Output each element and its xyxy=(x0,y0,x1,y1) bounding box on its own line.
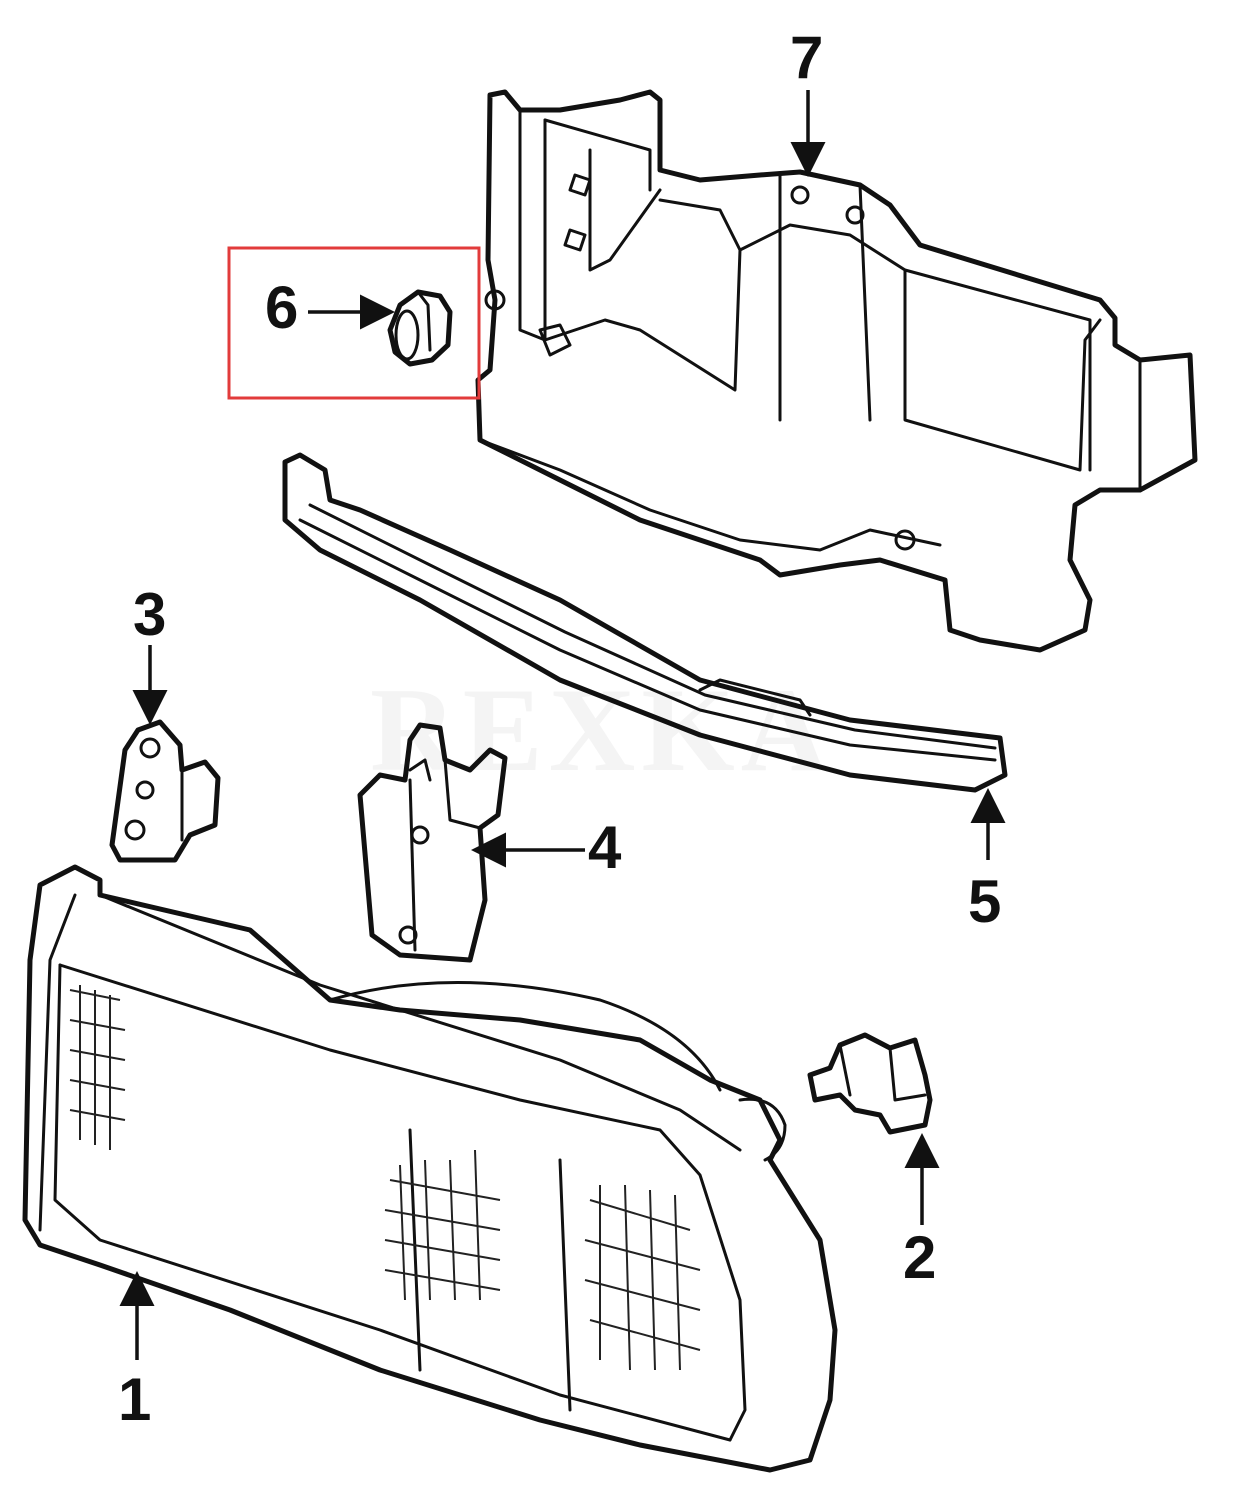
callout-4: 4 xyxy=(588,814,622,881)
callout-1: 1 xyxy=(118,1366,151,1433)
lens-grid-right xyxy=(584,1184,701,1371)
callout-5: 5 xyxy=(968,868,1001,935)
callout-6: 6 xyxy=(265,274,298,341)
lens-grid-left xyxy=(69,985,126,1150)
part-6-grommet xyxy=(387,289,453,367)
callout-3: 3 xyxy=(133,581,166,648)
part-7-mounting-panel xyxy=(475,89,1198,653)
highlight-box xyxy=(227,246,481,400)
part-3-bracket xyxy=(109,719,221,863)
callout-2: 2 xyxy=(903,1224,936,1291)
part-1-headlamp xyxy=(22,864,838,1473)
part-5-trim-strip xyxy=(282,452,1008,793)
part-2-bulb xyxy=(807,1032,933,1135)
leader-lines xyxy=(119,90,1006,1360)
callout-7: 7 xyxy=(790,24,823,91)
part-4-bracket xyxy=(357,722,508,963)
lens-grid-center xyxy=(384,1149,501,1301)
